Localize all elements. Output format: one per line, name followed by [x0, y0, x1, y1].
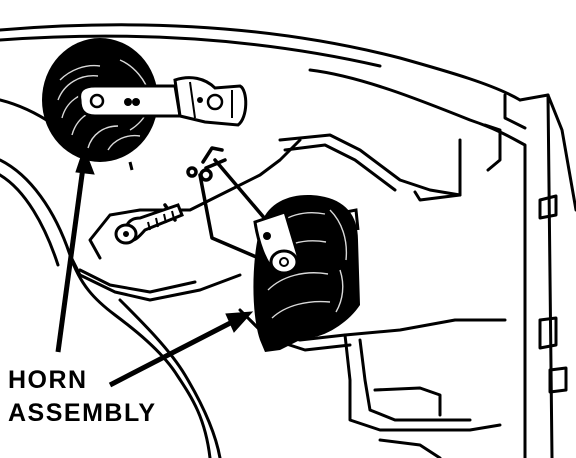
bolt-icon: [114, 203, 184, 245]
callout-line-1: HORN: [8, 366, 88, 394]
horn-assembly-lower: [253, 195, 360, 352]
leader-arrow-upper: [55, 159, 87, 353]
leader-arrows: [55, 146, 254, 388]
leader-arrow-lower: [108, 315, 242, 388]
callout-line-2: ASSEMBLY: [8, 399, 157, 427]
horn-assembly-upper: [42, 38, 248, 171]
arrowhead-upper: [75, 146, 95, 175]
arrowhead-lower: [225, 311, 254, 333]
vehicle-body-panel: [0, 23, 576, 458]
callout-label: HORN ASSEMBLY: [8, 366, 157, 427]
